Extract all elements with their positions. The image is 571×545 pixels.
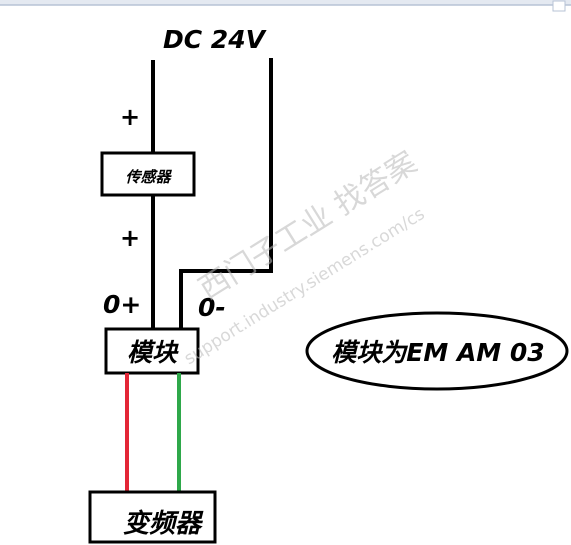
terminal-positive-label: 0+ <box>103 290 141 319</box>
window-top-edge <box>0 0 571 5</box>
module-box <box>104 327 200 375</box>
module-note-ellipse <box>305 311 569 391</box>
sensor-label: 传感器 <box>125 168 172 186</box>
plus-sign-top: + <box>120 103 140 131</box>
vfd-label: 变频器 <box>123 509 204 539</box>
module-note-label: 模块为EM AM 03 <box>331 338 544 367</box>
negative-wire <box>179 58 273 328</box>
window-corner-box <box>552 0 566 12</box>
module-label: 模块 <box>127 338 179 367</box>
supply-voltage-label: DC 24V <box>163 25 267 54</box>
vfd-box <box>88 490 217 544</box>
sensor-box <box>100 151 196 197</box>
plus-sign-mid: + <box>120 224 140 252</box>
terminal-negative-label: 0- <box>198 293 226 322</box>
